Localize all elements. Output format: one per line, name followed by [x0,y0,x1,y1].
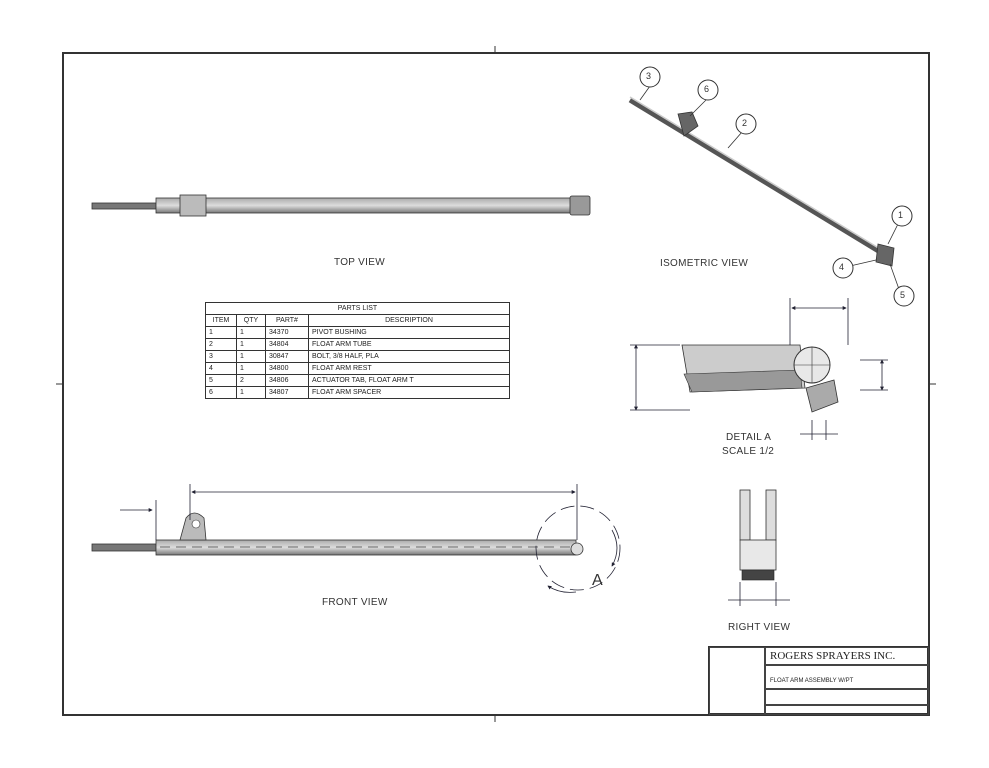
parts-cell: 34807 [265,386,309,399]
balloon-circle-3 [639,66,661,88]
title-block: ROGERS SPRAYERS INC. FLOAT ARM ASSEMBLY … [708,646,929,715]
top-view-drawing [91,194,591,217]
drawing-sheet-border [62,52,930,716]
balloon-circle-6 [697,79,719,101]
parts-cell: 6 [205,386,237,399]
parts-header-partno: PART# [265,314,309,327]
parts-cell: 1 [236,362,266,375]
balloon-1: 1 [898,210,904,220]
detail-a-marker: A [592,572,603,589]
balloon-5: 5 [900,290,906,300]
parts-list-title: PARTS LIST [205,302,510,315]
parts-cell: 34804 [265,338,309,351]
parts-cell: 4 [205,362,237,375]
table-row: 3 1 30847 BOLT, 3/8 HALF, PLA [205,350,510,363]
parts-cell: 1 [236,350,266,363]
balloon-circle-5 [893,285,915,307]
balloon-3: 3 [646,71,652,81]
parts-cell: FLOAT ARM REST [308,362,510,375]
balloon-circle-4 [832,257,854,279]
parts-cell: FLOAT ARM TUBE [308,338,510,351]
isometric-view-drawing [628,85,901,293]
parts-cell: ACTUATOR TAB, FLOAT ARM T [308,374,510,387]
right-view-drawing [728,489,790,606]
parts-cell: 34800 [265,362,309,375]
balloon-circle-1 [891,205,913,227]
parts-cell: 2 [236,374,266,387]
parts-cell: FLOAT ARM SPACER [308,386,510,399]
balloon-2: 2 [742,118,748,128]
parts-cell: 5 [205,374,237,387]
parts-cell: BOLT, 3/8 HALF, PLA [308,350,510,363]
parts-list-table: PARTS LIST ITEM QTY PART# DESCRIPTION 1 … [205,302,510,399]
parts-cell: 3 [205,350,237,363]
front-view-drawing [91,484,621,593]
parts-cell: 34806 [265,374,309,387]
table-row: 2 1 34804 FLOAT ARM TUBE [205,338,510,351]
parts-cell: 34370 [265,326,309,339]
parts-header-item: ITEM [205,314,237,327]
parts-cell: 2 [205,338,237,351]
isometric-view-label: ISOMETRIC VIEW [660,258,749,269]
sheet-ticks [56,46,936,722]
balloon-circle-2 [735,113,757,135]
detail-a-drawing [630,298,888,440]
drawing-title: FLOAT ARM ASSEMBLY W/PT [765,665,929,689]
title-block-size-row [765,689,929,705]
table-row: 4 1 34800 FLOAT ARM REST [205,362,510,375]
table-row: 6 1 34807 FLOAT ARM SPACER [205,386,510,399]
front-view-label: FRONT VIEW [322,597,388,608]
table-row: 5 2 34806 ACTUATOR TAB, FLOAT ARM T [205,374,510,387]
parts-cell: 30847 [265,350,309,363]
parts-cell: 1 [236,386,266,399]
company-name: ROGERS SPRAYERS INC. [765,647,929,665]
right-view-label: RIGHT VIEW [728,622,791,633]
parts-cell: 1 [236,338,266,351]
balloon-4: 4 [839,262,845,272]
title-block-signatures [709,647,765,715]
table-row: 1 1 34370 PIVOT BUSHING [205,326,510,339]
parts-header-description: DESCRIPTION [308,314,510,327]
title-block-scale-row [765,705,929,715]
parts-cell: 1 [205,326,237,339]
balloon-6: 6 [704,84,710,94]
top-view-label: TOP VIEW [334,257,385,268]
parts-cell: PIVOT BUSHING [308,326,510,339]
detail-a-scale: SCALE 1/2 [722,446,775,457]
parts-cell: 1 [236,326,266,339]
detail-a-title: DETAIL A [726,432,772,443]
parts-header-qty: QTY [236,314,266,327]
